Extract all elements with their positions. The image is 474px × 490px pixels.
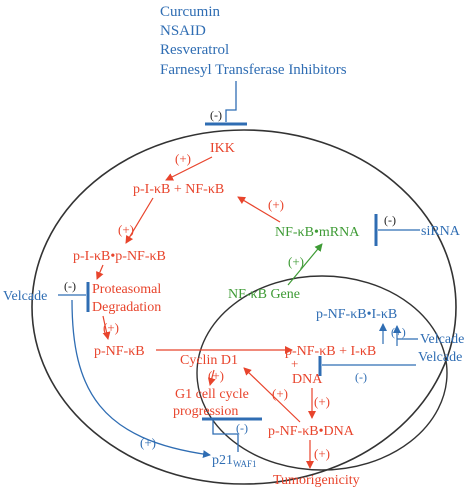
- inhibitor-resveratrol: Resveratrol: [160, 42, 229, 58]
- p21-inhibit-line: [212, 420, 239, 452]
- arrow-to-pikb-pnfkb: [125, 197, 154, 244]
- cyclin-sign: (+): [208, 368, 224, 383]
- arrow-ikk-to-pikb: [165, 156, 213, 181]
- arrow-cyclin-to-g1: [207, 369, 216, 386]
- node-nfkb-gene: NF-κB Gene: [228, 287, 300, 302]
- complex-sign: (+): [118, 222, 134, 237]
- sirna-inhibit-sign: (-): [384, 213, 396, 227]
- arrow-to-proteasomal: [96, 264, 104, 280]
- velcade-right-top-sign: (+): [391, 325, 406, 339]
- node-proteasomal: Proteasomal: [92, 282, 161, 297]
- node-nfkb-mrna: NF-κB•mRNA: [275, 225, 360, 240]
- cyclin-induction-sign: (+): [272, 386, 288, 401]
- transcription-sign: (+): [288, 254, 304, 269]
- node-tumorigenicity: Tumorigenicity: [273, 473, 360, 488]
- dna-plus-sign: +: [291, 356, 298, 371]
- inhibitor-curcumin: Curcumin: [160, 4, 220, 20]
- node-sirna: siRNA: [421, 224, 461, 239]
- velcade-p21-sign: (+): [140, 435, 156, 450]
- node-pnfkb-dna: p-NF-κB•DNA: [268, 424, 355, 439]
- p21-inhibit-sign: (-): [236, 421, 248, 435]
- degradation-sign: (+): [103, 320, 119, 335]
- node-ikk: IKK: [210, 141, 235, 156]
- velcade-left: Velcade: [3, 289, 47, 304]
- node-pnfkb-plus-ikb: p-NF-κB + I-κB: [285, 344, 376, 359]
- node-dna: DNA: [292, 372, 323, 387]
- node-pikb-nfkb: p-I-κB + NF-κB: [133, 182, 224, 197]
- tumor-sign: (+): [314, 446, 330, 461]
- velcade-left-inhibit-sign: (-): [64, 279, 76, 293]
- node-degradation: Degradation: [92, 300, 161, 315]
- node-pikb-pnfkb: p-I-κB•p-NF-κB: [73, 249, 166, 264]
- mrna-translation-sign: (+): [268, 197, 284, 212]
- node-pnfkb: p-NF-κB: [94, 344, 145, 359]
- velcade-right-top: Velcade: [420, 332, 464, 347]
- inhibitor-nsaid: NSAID: [160, 23, 206, 39]
- node-cyclin-d1: Cyclin D1: [180, 353, 238, 368]
- velcade-right-bottom-sign: (-): [355, 370, 367, 384]
- ikk-activation-sign: (+): [175, 151, 191, 166]
- cell-membrane: [31, 129, 457, 485]
- nucleus-membrane: [196, 275, 448, 471]
- ikk-inhibit-sign: (-): [210, 108, 222, 122]
- arrow-to-pnfkb: [102, 315, 111, 340]
- node-p21: p21WAF1: [212, 453, 257, 469]
- arrow-mrna-to-nfkb: [237, 196, 281, 223]
- velcade-to-p21-line: [71, 299, 211, 459]
- inhibitor-farnesyl: Farnesyl Transferase Inhibitors: [160, 62, 347, 78]
- velcade-right-bottom: Velcade: [418, 350, 462, 365]
- dna-binding-sign: (+): [314, 394, 330, 409]
- arrow-dna-complex-to-cyclin: [243, 367, 301, 423]
- node-pnfkb-ikb: p-NF-κB•I-κB: [316, 307, 397, 322]
- p21-label: p21: [212, 453, 233, 468]
- inhibitor-to-ikk-line: [225, 81, 237, 122]
- node-g1-cycle: G1 cell cycle: [175, 387, 249, 402]
- node-g1-progression: progression: [173, 404, 238, 419]
- p21-subscript: WAF1: [233, 459, 257, 469]
- arrow-gene-to-mrna: [287, 243, 323, 286]
